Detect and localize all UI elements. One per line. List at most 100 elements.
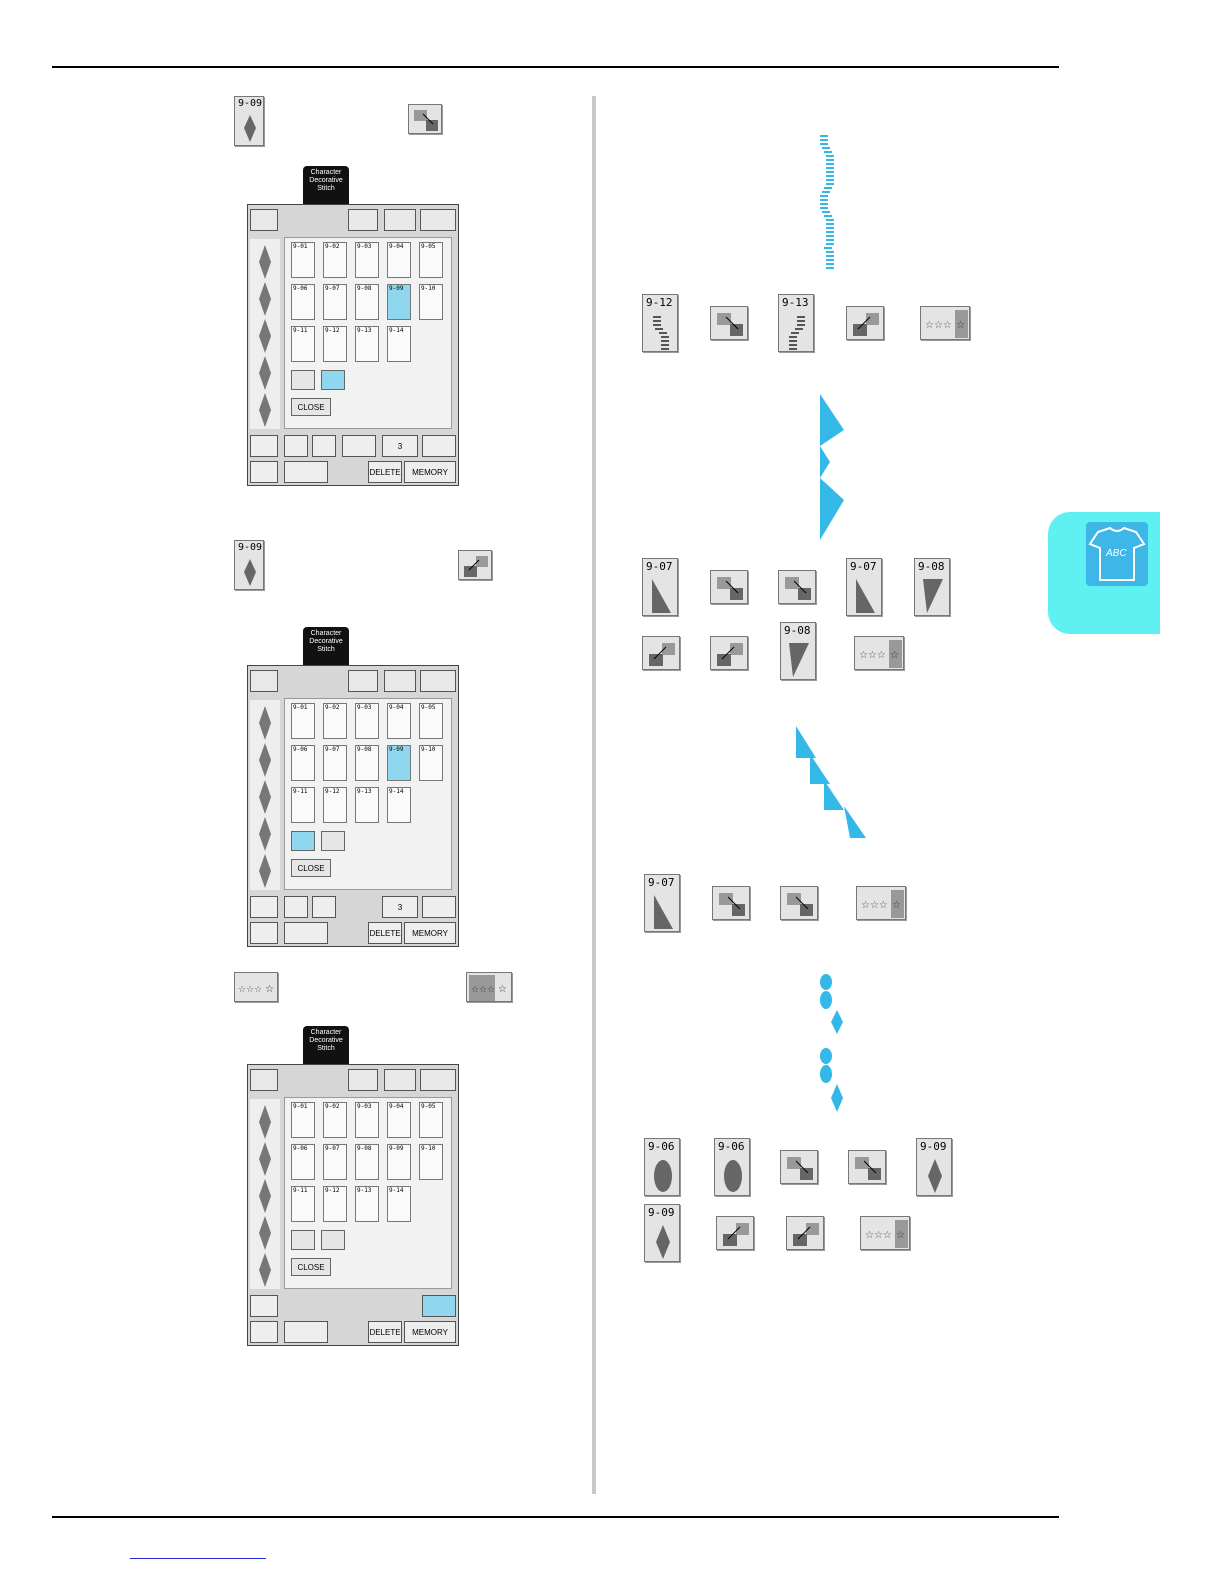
lock-icon[interactable] xyxy=(348,209,378,231)
pattern-cell[interactable]: 9-14 xyxy=(387,1186,411,1222)
presser-foot-icon[interactable] xyxy=(250,670,278,692)
memory-button[interactable]: MEMORY xyxy=(404,922,456,944)
pattern-cell[interactable]: 9-06 xyxy=(291,284,315,320)
reverse-stitch-icon[interactable] xyxy=(250,435,278,457)
delete-button[interactable]: DELETE xyxy=(368,1321,402,1343)
pattern-cell[interactable]: 9-06 xyxy=(291,745,315,781)
move-down-right-icon[interactable] xyxy=(321,831,345,851)
ex2-move-down-right-key-b[interactable] xyxy=(778,570,816,604)
ex1-repeat-key[interactable]: ☆☆☆☆ xyxy=(920,306,970,340)
stitch-width-icon[interactable] xyxy=(284,922,328,944)
pattern-cell[interactable]: 9-03 xyxy=(355,242,379,278)
ex4-key-9-06-a[interactable]: 9-06 xyxy=(644,1138,680,1196)
pattern-cell[interactable]: 9-07 xyxy=(323,745,347,781)
repeat-key-step3[interactable]: ☆☆☆☆ xyxy=(234,972,278,1002)
book-icon[interactable] xyxy=(384,1069,416,1091)
move-down-right-icon[interactable] xyxy=(321,370,345,390)
pattern-cell[interactable]: 9-03 xyxy=(355,703,379,739)
ex4-move-down-right-key-b[interactable] xyxy=(848,1150,886,1184)
presser-foot-icon[interactable] xyxy=(250,209,278,231)
repeat-key-step3-active[interactable]: ☆☆☆☆ xyxy=(466,972,512,1002)
pattern-cell[interactable]: 9-09 xyxy=(387,284,411,320)
pattern-cell[interactable]: 9-08 xyxy=(355,1144,379,1180)
pattern-cell[interactable]: 9-05 xyxy=(419,242,443,278)
mirror-vertical-icon[interactable] xyxy=(312,896,336,918)
pattern-cell[interactable]: 9-13 xyxy=(355,787,379,823)
pattern-cell[interactable]: 9-05 xyxy=(419,1102,443,1138)
pattern-cell[interactable]: 9-02 xyxy=(323,1102,347,1138)
presser-foot-icon[interactable] xyxy=(250,1069,278,1091)
pattern-cell[interactable]: 9-12 xyxy=(323,787,347,823)
ex4-key-9-06-b[interactable]: 9-06 xyxy=(714,1138,750,1196)
book-icon[interactable] xyxy=(384,209,416,231)
help-icon[interactable] xyxy=(420,1069,456,1091)
help-icon[interactable] xyxy=(420,670,456,692)
pattern-cell[interactable]: 9-10 xyxy=(419,745,443,781)
pattern-cell[interactable]: 9-08 xyxy=(355,284,379,320)
pattern-cell[interactable]: 9-14 xyxy=(387,326,411,362)
move-down-left-icon[interactable] xyxy=(291,370,315,390)
memory-button[interactable]: MEMORY xyxy=(404,1321,456,1343)
delete-button[interactable]: DELETE xyxy=(368,922,402,944)
pattern-cell[interactable]: 9-10 xyxy=(419,1144,443,1180)
close-button[interactable]: CLOSE xyxy=(291,859,331,877)
ex2-key-9-07-b[interactable]: 9-07 xyxy=(846,558,882,616)
pattern-cell[interactable]: 9-01 xyxy=(291,1102,315,1138)
ex3-key-9-07[interactable]: 9-07 xyxy=(644,874,680,932)
repeat-stars-button[interactable] xyxy=(422,1295,456,1317)
move-down-right-icon[interactable] xyxy=(321,1230,345,1250)
pattern-cell[interactable]: 9-12 xyxy=(323,1186,347,1222)
pattern-cell[interactable]: 9-07 xyxy=(323,284,347,320)
ex4-key-9-09-b[interactable]: 9-09 xyxy=(644,1204,680,1262)
move-down-left-key-step2[interactable] xyxy=(458,550,492,580)
pattern-cell[interactable]: 9-08 xyxy=(355,745,379,781)
ex1-key-9-13[interactable]: 9-13 xyxy=(778,294,814,352)
pattern-cell[interactable]: 9-09 xyxy=(387,1144,411,1180)
ex2-move-down-left-key-a[interactable] xyxy=(642,636,680,670)
ex2-move-down-right-key-a[interactable] xyxy=(710,570,748,604)
lock-icon[interactable] xyxy=(348,670,378,692)
stitch-width-icon[interactable] xyxy=(284,1321,328,1343)
ex2-key-9-07-a[interactable]: 9-07 xyxy=(642,558,678,616)
pattern-cell[interactable]: 9-02 xyxy=(323,703,347,739)
pattern-cell[interactable]: 9-12 xyxy=(323,326,347,362)
mirror-vertical-icon[interactable] xyxy=(312,435,336,457)
reverse-stitch-icon[interactable] xyxy=(250,1295,278,1317)
pattern-cell[interactable]: 9-09 xyxy=(387,745,411,781)
close-button[interactable]: CLOSE xyxy=(291,1258,331,1276)
help-icon[interactable] xyxy=(420,209,456,231)
stitch-counter[interactable]: 3 xyxy=(382,896,418,918)
ex1-key-9-12[interactable]: 9-12 xyxy=(642,294,678,352)
memory-button[interactable]: MEMORY xyxy=(404,461,456,483)
ex3-repeat-key[interactable]: ☆☆☆☆ xyxy=(856,886,906,920)
ex2-move-down-left-key-b[interactable] xyxy=(710,636,748,670)
pattern-key-9-09-step1[interactable]: 9-09 xyxy=(234,96,264,146)
pattern-cell[interactable]: 9-04 xyxy=(387,1102,411,1138)
stitch-counter[interactable]: 3 xyxy=(382,435,418,457)
ex2-key-9-08-a[interactable]: 9-08 xyxy=(914,558,950,616)
ex1-move-down-left-key[interactable] xyxy=(846,306,884,340)
pattern-cell[interactable]: 9-13 xyxy=(355,326,379,362)
repeat-stars-button[interactable] xyxy=(422,435,456,457)
book-icon[interactable] xyxy=(384,670,416,692)
stitch-width-icon[interactable] xyxy=(284,461,328,483)
pattern-cell[interactable]: 9-01 xyxy=(291,242,315,278)
pattern-cell[interactable]: 9-07 xyxy=(323,1144,347,1180)
ex4-move-down-left-key-b[interactable] xyxy=(786,1216,824,1250)
pattern-cell[interactable]: 9-04 xyxy=(387,703,411,739)
reverse-stitch-icon[interactable] xyxy=(250,896,278,918)
ex2-key-9-08-b[interactable]: 9-08 xyxy=(780,622,816,680)
ex4-move-down-left-key-a[interactable] xyxy=(716,1216,754,1250)
repeat-stars-button[interactable] xyxy=(422,896,456,918)
lock-icon[interactable] xyxy=(348,1069,378,1091)
move-down-left-icon[interactable] xyxy=(291,1230,315,1250)
delete-button[interactable]: DELETE xyxy=(368,461,402,483)
ex1-move-down-right-key[interactable] xyxy=(710,306,748,340)
pattern-cell[interactable]: 9-03 xyxy=(355,1102,379,1138)
move-down-left-icon[interactable] xyxy=(291,831,315,851)
pattern-cell[interactable]: 9-13 xyxy=(355,1186,379,1222)
twin-needle-icon[interactable] xyxy=(342,435,376,457)
move-down-right-key-step1[interactable] xyxy=(408,104,442,134)
ex2-repeat-key[interactable]: ☆☆☆☆ xyxy=(854,636,904,670)
chapter-tab[interactable]: ABC xyxy=(1048,512,1160,634)
